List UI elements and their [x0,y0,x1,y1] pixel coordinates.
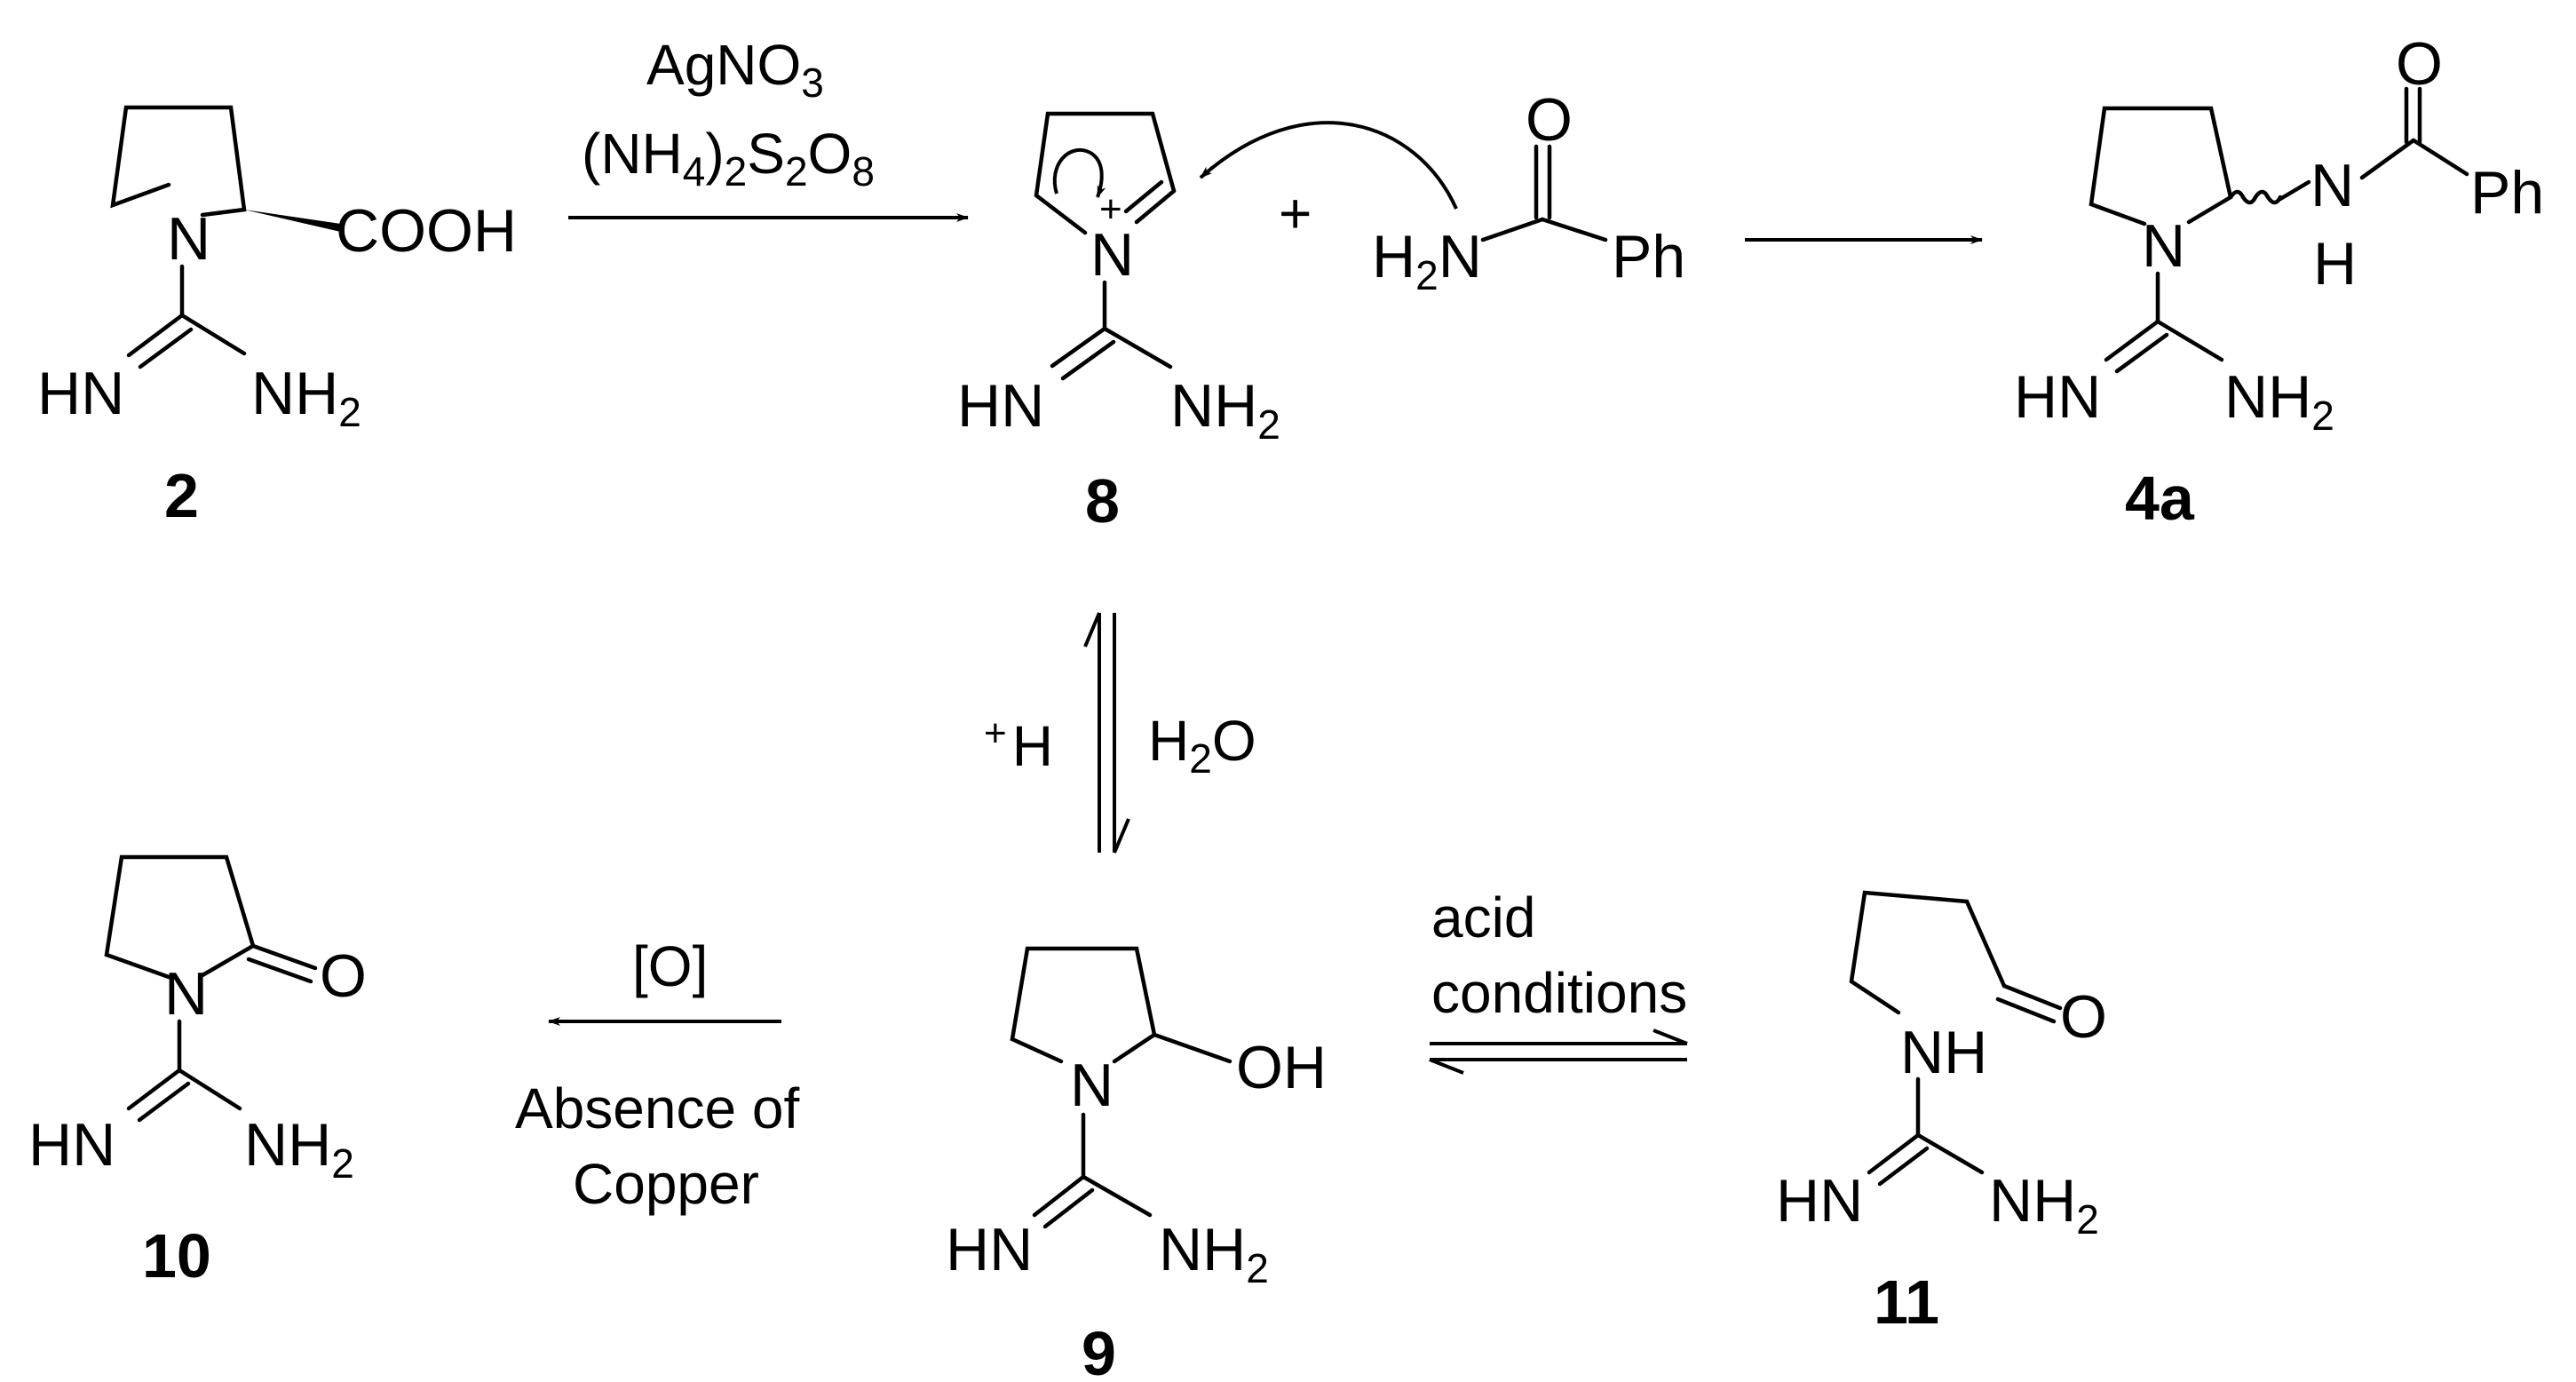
c-ph-bond [1540,217,1608,242]
imine-HN: HN [37,360,124,427]
c-nh-double-bond [1867,1132,1921,1175]
c-nh-double-bond [2114,332,2169,374]
imine-HN: HN [957,372,1044,440]
c-o-double-bond [250,943,318,971]
reagent-oxidation: [O] [632,934,708,998]
reagent-water: H2O [1148,709,1256,782]
atom-O: O [320,942,367,1010]
c-nh-double-bond [137,1081,191,1123]
c-nh2-bond [177,1068,242,1111]
c-nh-double-bond [1042,1187,1095,1229]
c-nh-double-bond [2104,319,2160,362]
atom-N: N [2142,212,2185,280]
equilibrium-arrows-vertical [1083,612,1130,854]
c-nh2-bond [179,313,247,356]
atom-O: O [2396,30,2443,98]
c-nh2-bond [1081,1174,1153,1218]
atom-O: O [2060,983,2107,1051]
amine-NH2: NH2 [1989,1167,2099,1243]
atom-N: N [1070,1052,1114,1119]
c-nh2-bond [1915,1132,1985,1175]
imine-HN: HN [1776,1167,1863,1235]
c-n-double-bond [1123,179,1164,214]
amine-NH: NH [1900,1019,1987,1086]
phenyl-Ph: Ph [1612,223,1685,290]
c-n-bond [2278,179,2311,202]
n-c-bond [2359,138,2416,180]
compound-number: 4a [2125,464,2195,533]
ring-bonds [104,854,256,980]
amine-NH2: NH2 [2224,363,2334,439]
nucleophilic-attack-arrow [1199,121,1458,210]
reagent-persulfate: (NH4)2S2O8 [582,122,875,195]
positive-charge: + [1099,187,1122,231]
c-oh-bond [1152,1032,1233,1064]
reagent-agno3: AgNO3 [646,33,824,106]
compound-11: NH O HN NH2 11 [1776,890,2107,1337]
benzamide: O H2N Ph [1372,86,1685,298]
condition-absence-line1: Absence of [515,1076,799,1140]
curved-electron-arrow [1052,148,1106,198]
wedge-bond [244,210,345,233]
c-nh-double-bond [1050,326,1107,369]
c-nh-double-bond [1877,1146,1930,1187]
compound-9: N OH HN NH2 9 [946,946,1327,1382]
acid-group: COOH [336,197,517,265]
phenyl-Ph: Ph [2470,159,2544,226]
amine-NH2: NH2 [1170,372,1280,448]
c-nh-double-bond [1032,1174,1086,1218]
amine-NH2: NH2 [244,1111,354,1187]
amide-H: H [2313,230,2357,298]
amide-N: N [2310,152,2354,219]
condition-acid-line2: conditions [1431,961,1687,1025]
compound-8: N + HN NH2 8 [957,111,1280,536]
compound-4a: N O N H Ph HN NH2 4a [2014,30,2544,533]
chain-bonds [1849,890,2007,1015]
c-nh-double-bond [1060,339,1116,381]
imine-HN: HN [2014,363,2101,431]
ring-bonds [1034,111,1177,235]
hydroxyl-OH: OH [1236,1034,1327,1101]
reagent-proton: +H [984,711,1053,778]
amine-NH2: NH2 [251,360,361,435]
ring-bonds [110,105,247,218]
imine-HN: HN [946,1216,1033,1283]
compound-number: 8 [1085,466,1120,536]
compound-number: 2 [164,461,199,530]
c-n-double-bond [1134,188,1177,225]
compound-number: 9 [1082,1319,1116,1382]
atom-N: N [164,960,208,1028]
c-nh2-bond [2155,319,2224,362]
wavy-bond [2228,189,2283,205]
equilibrium-arrows-horizontal [1429,1029,1688,1075]
condition-acid-line1: acid [1431,886,1535,949]
ring-bonds [1010,946,1157,1064]
c-o-double-bond [1995,997,2057,1024]
plus-sign: + [1279,181,1312,245]
compound-2: N COOH HN NH2 2 [37,105,517,530]
amine-H2N: H2N [1372,223,1482,298]
c-nh-double-bond [138,327,194,369]
compound-10: N O HN NH2 10 [28,854,367,1291]
c-nh-double-bond [126,313,185,358]
atom-N: N [167,205,210,273]
atom-O: O [1526,86,1573,154]
c-nh2-bond [1102,326,1173,369]
condition-absence-line2: Copper [573,1152,759,1216]
compound-number: 11 [1874,1267,1939,1337]
c-o-double-bond [2001,983,2063,1011]
c-o-double-bond [246,957,313,984]
c-ph-bond [2411,138,2469,177]
ring-bonds [2089,106,2233,226]
atom-N: N [1090,221,1134,289]
imine-HN: HN [28,1111,115,1179]
amine-NH2: NH2 [1159,1216,1269,1291]
c-n-bond [1480,217,1545,242]
compound-number: 10 [142,1221,211,1291]
c-nh-double-bond [126,1068,182,1111]
